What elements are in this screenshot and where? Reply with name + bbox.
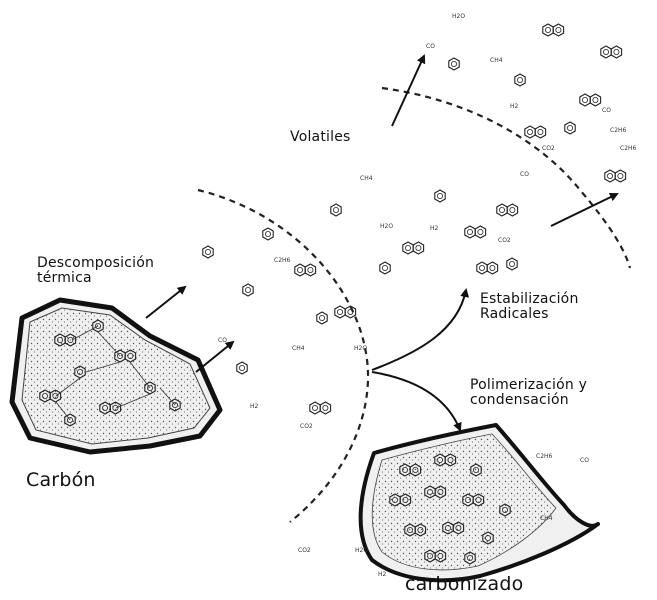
coal-particle <box>12 300 220 452</box>
aromatic-fragment <box>295 264 316 276</box>
molecule-tag: CH4 <box>490 57 503 64</box>
molecule-tag: H2O <box>380 223 393 230</box>
aromatic-fragment <box>310 402 331 414</box>
molecule-tag: H2 <box>378 571 387 578</box>
molecule-tag: CH4 <box>360 175 373 182</box>
molecule-tag: H2 <box>250 403 259 410</box>
aromatic-fragment <box>477 262 498 274</box>
molecule-tag: CO2 <box>498 237 511 244</box>
aromatic-fragment <box>507 258 517 270</box>
aromatic-fragment <box>203 246 213 258</box>
reaction-arrows <box>146 56 617 430</box>
molecule-tag: H2O <box>354 345 367 352</box>
molecule-tag: CH4 <box>292 345 305 352</box>
aromatic-fragment <box>543 24 564 36</box>
molecule-tag: H2O <box>355 547 368 554</box>
thermal-decomposition-label: Descomposición térmica <box>37 256 154 286</box>
molecule-tag: CH4 <box>540 515 553 522</box>
molecule-tag: CO <box>218 337 227 344</box>
aromatic-fragment <box>497 204 518 216</box>
aromatic-fragment <box>465 226 486 238</box>
molecule-tag: CO <box>580 457 589 464</box>
thermal-decomposition-arrow-lower <box>196 342 233 372</box>
molecule-tag: C2H6 <box>274 257 291 264</box>
aromatic-fragment <box>601 46 622 58</box>
char-particle <box>361 425 598 580</box>
aromatic-fragment <box>580 94 601 106</box>
molecule-tag: CO <box>602 107 611 114</box>
inner-front-dashed-line <box>198 190 368 522</box>
aromatic-fragment <box>331 204 341 216</box>
aromatic-fragment <box>565 122 575 134</box>
thermal-decomposition-line-1: Descomposición <box>37 256 154 271</box>
char-label: carbonizado <box>405 574 523 594</box>
molecule-tag: CO2 <box>298 547 311 554</box>
polymerization-label: Polimerización y condensación <box>470 378 587 408</box>
polymerization-arrow <box>372 372 460 430</box>
aromatic-fragment <box>449 58 459 70</box>
molecule-tag: H2 <box>510 103 519 110</box>
polymerization-line-1: Polimerización y <box>470 378 587 393</box>
molecule-tag: CO2 <box>542 145 555 152</box>
aromatic-fragment <box>317 312 327 324</box>
radical-stabilization-line-2: Radicales <box>480 307 579 322</box>
aromatic-fragment <box>243 284 253 296</box>
aromatic-fragment <box>263 228 273 240</box>
molecule-tag: H2O <box>452 13 465 20</box>
molecule-tag: CO <box>520 171 529 178</box>
aromatic-fragment <box>435 190 445 202</box>
aromatic-fragment <box>525 126 546 138</box>
molecule-tag: CO <box>426 43 435 50</box>
molecule-tag: H2 <box>430 225 439 232</box>
molecule-tag: CO2 <box>300 423 313 430</box>
stabilization-arrow <box>372 290 466 370</box>
thermal-decomposition-line-2: térmica <box>37 271 154 286</box>
polymerization-line-2: condensación <box>470 393 587 408</box>
aromatic-fragment <box>237 362 247 374</box>
outer-escape-arrow <box>551 194 617 226</box>
volatiles-label: Volatiles <box>290 130 351 145</box>
molecule-tag: C2H6 <box>610 127 627 134</box>
radical-stabilization-line-1: Estabilización <box>480 292 579 307</box>
aromatic-fragment <box>403 242 424 254</box>
molecule-tag: C2H6 <box>536 453 553 460</box>
aromatic-fragment <box>515 74 525 86</box>
molecule-tag: C2H6 <box>620 145 637 152</box>
aromatic-fragment <box>380 262 390 274</box>
radical-stabilization-label: Estabilización Radicales <box>480 292 579 322</box>
aromatic-fragment <box>605 170 626 182</box>
coal-label: Carbón <box>26 470 96 490</box>
thermal-decomposition-arrow-upper <box>146 287 185 318</box>
